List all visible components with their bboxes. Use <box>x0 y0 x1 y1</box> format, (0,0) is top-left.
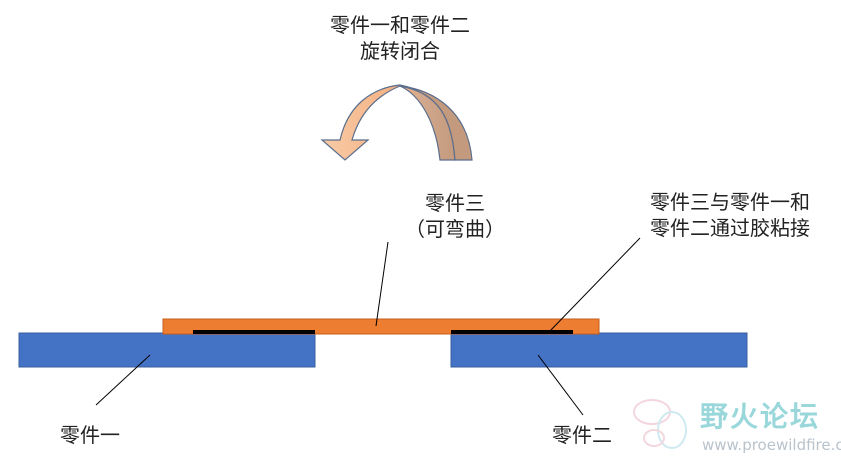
leader-line-glue <box>548 237 641 333</box>
leader-line-part1 <box>95 354 151 406</box>
part-one-block <box>18 332 316 368</box>
rotation-title: 零件一和零件二 旋转闭合 <box>290 12 510 64</box>
glue-layer-left <box>193 330 315 334</box>
leader-line-part3 <box>375 241 389 327</box>
rotation-arrow-icon <box>320 84 473 161</box>
part-two-block <box>450 332 748 368</box>
watermark-butterfly-icon <box>633 399 687 449</box>
rotation-title-line1: 零件一和零件二 <box>330 13 470 37</box>
glue-layer-right <box>451 330 573 334</box>
part3-label: 零件三 （可弯曲） <box>395 190 515 242</box>
part1-label: 零件一 <box>60 423 120 447</box>
watermark-brand: 野火论坛 <box>700 400 821 433</box>
rotation-title-line2: 旋转闭合 <box>360 39 440 63</box>
watermark-url: www.proewildfire.cn <box>702 436 841 454</box>
leader-line-part2 <box>537 354 584 416</box>
glue-label: 零件三与零件一和 零件二通过胶粘接 <box>650 189 810 241</box>
glue-label-line1: 零件三与零件一和 <box>650 190 810 214</box>
part3-label-note: （可弯曲） <box>405 217 505 241</box>
glue-label-line2: 零件二通过胶粘接 <box>650 216 810 240</box>
part3-label-name: 零件三 <box>425 191 485 215</box>
part2-label: 零件二 <box>552 423 612 447</box>
